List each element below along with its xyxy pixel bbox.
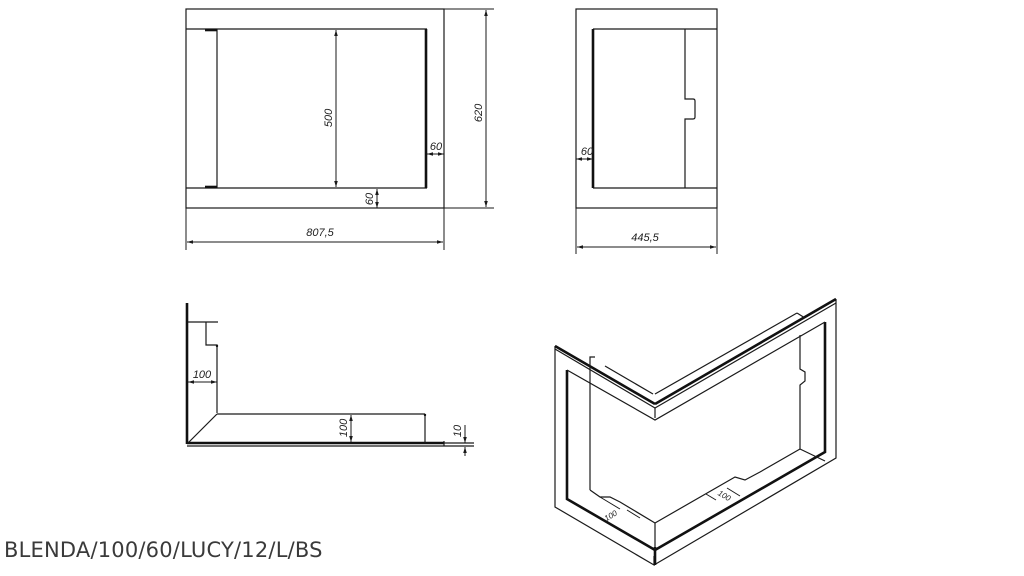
isometric-view: 100 100: [554, 297, 837, 567]
side-view: 60 445,5: [575, 8, 718, 254]
product-code: BLENDA/100/60/LUCY/12/L/BS: [4, 538, 323, 562]
dim-total-height: 620: [473, 103, 485, 122]
dim-iso-left-depth: 100: [603, 508, 620, 523]
dim-side-frame: 60: [581, 146, 594, 158]
front-view: 500 60 60 620 807,5: [185, 8, 494, 250]
dim-bottom-frame: 60: [364, 192, 376, 205]
dim-side-frame: 60: [430, 141, 443, 153]
dim-side-width: 445,5: [631, 232, 659, 244]
dim-top-front-depth: 100: [338, 418, 350, 437]
dim-total-width: 807,5: [306, 227, 334, 239]
dim-iso-right-depth: 100: [716, 489, 733, 504]
dim-inner-height: 500: [323, 108, 335, 127]
top-view: 100 100 10: [185, 303, 474, 456]
dim-top-side-depth: 100: [193, 369, 212, 381]
dim-top-thickness: 10: [452, 424, 464, 437]
